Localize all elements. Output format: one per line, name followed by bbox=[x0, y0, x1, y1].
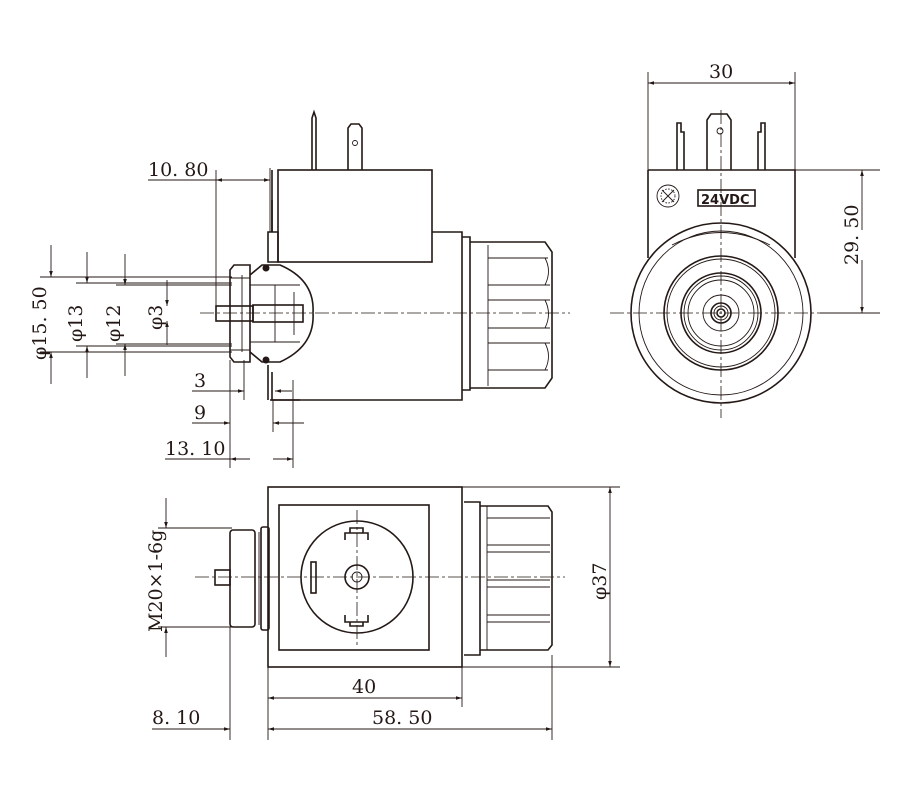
dim-29-50: 29. 50 bbox=[841, 205, 863, 265]
side-dimensions: 10. 80 φ15. 50 φ13 φ12 φ3 bbox=[29, 159, 304, 468]
top-dimensions: M20×1-6g φ37 40 58. 50 8. 10 bbox=[145, 486, 620, 740]
dim-dia-3: φ3 bbox=[145, 305, 167, 330]
certification-mark-icon bbox=[656, 184, 680, 208]
end-view: 24VDC 30 29. 50 bbox=[610, 61, 880, 418]
dim-dia-37: φ37 bbox=[589, 563, 611, 600]
side-view: 10. 80 φ15. 50 φ13 φ12 φ3 bbox=[29, 109, 570, 468]
top-view: M20×1-6g φ37 40 58. 50 8. 10 bbox=[145, 486, 620, 740]
dim-10-80: 10. 80 bbox=[148, 159, 208, 181]
end-dimensions: 30 29. 50 bbox=[647, 61, 880, 314]
dim-40: 40 bbox=[352, 676, 376, 698]
dim-thread: M20×1-6g bbox=[145, 530, 167, 632]
dim-8-10: 8. 10 bbox=[152, 707, 200, 729]
dim-9: 9 bbox=[194, 402, 206, 424]
voltage-label: 24VDC bbox=[701, 193, 749, 208]
terminal-pin bbox=[311, 109, 317, 170]
dim-58-50: 58. 50 bbox=[372, 707, 432, 729]
dim-30: 30 bbox=[709, 61, 733, 83]
dim-dia-15-50: φ15. 50 bbox=[29, 286, 51, 360]
terminal-pin bbox=[347, 123, 363, 170]
knob-top bbox=[480, 505, 553, 651]
dim-dia-13: φ13 bbox=[65, 305, 87, 342]
dim-dia-12: φ12 bbox=[103, 305, 125, 342]
knob bbox=[462, 236, 553, 391]
dim-3: 3 bbox=[194, 370, 206, 392]
dim-13-10: 13. 10 bbox=[165, 438, 225, 460]
fitting-top bbox=[214, 526, 270, 631]
fitting bbox=[215, 264, 314, 401]
